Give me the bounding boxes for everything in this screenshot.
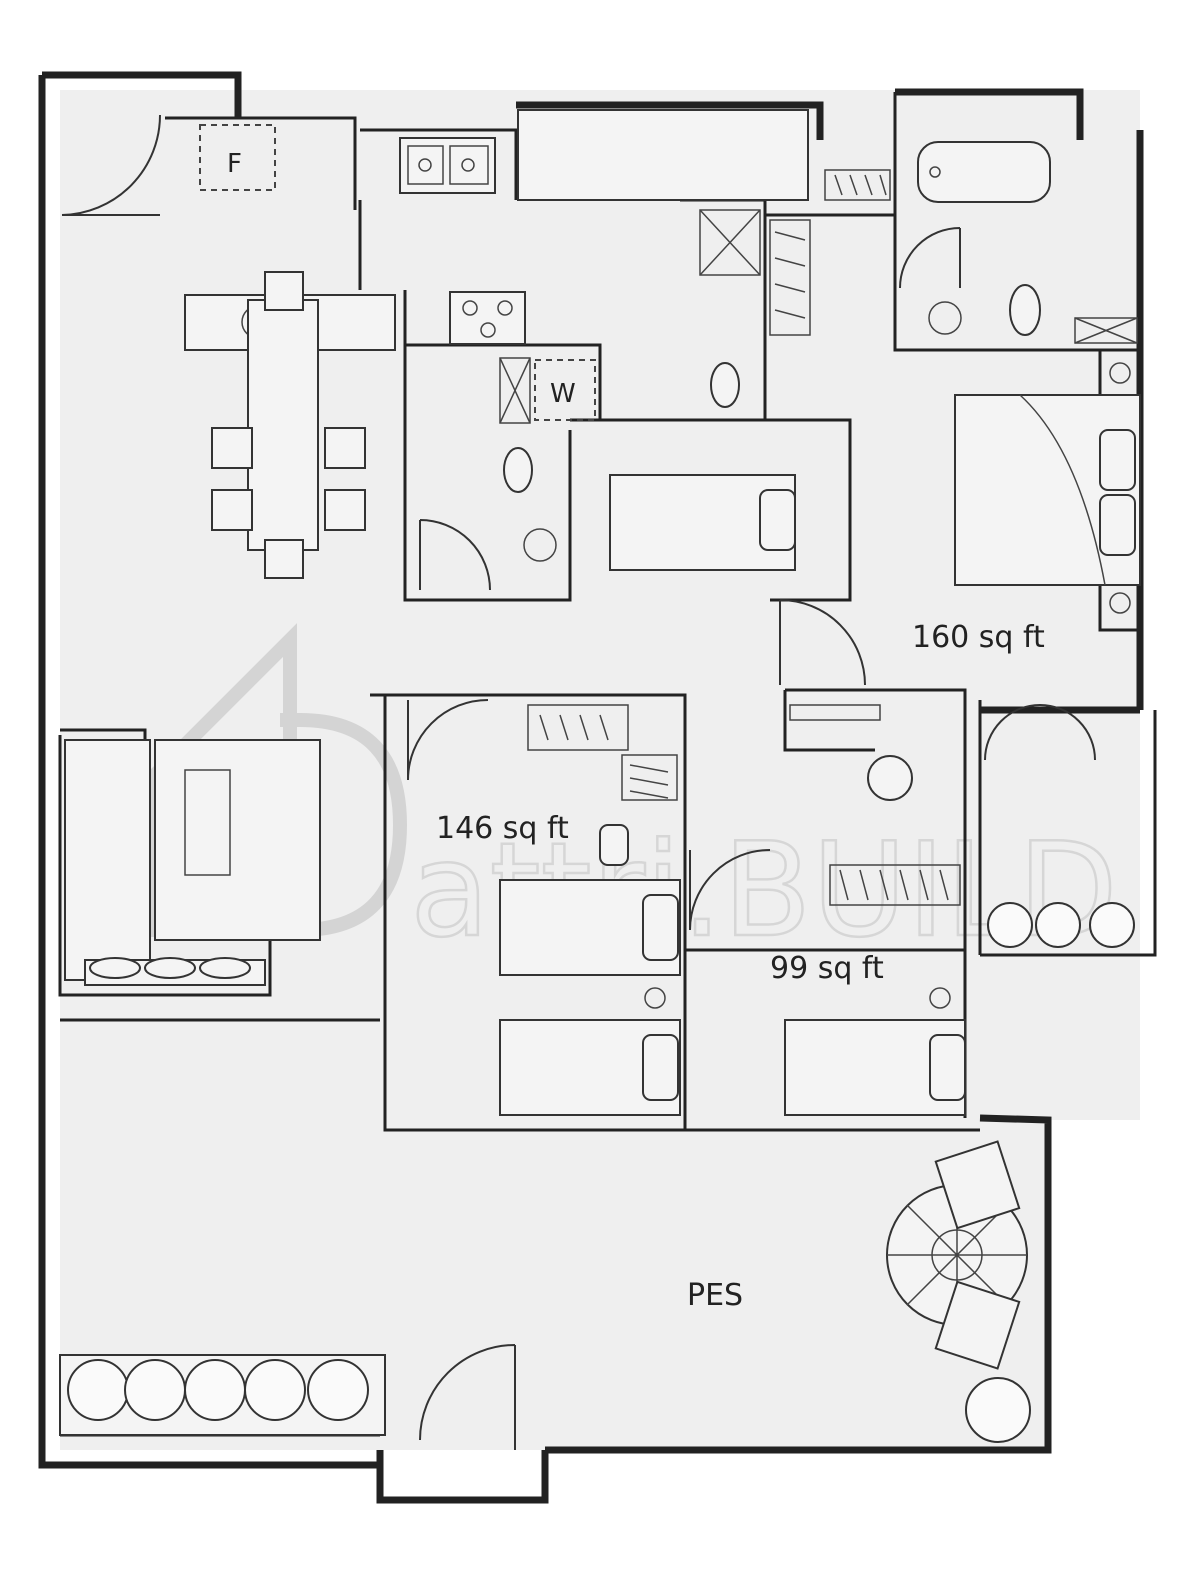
dining-table [247, 299, 319, 551]
pes-fixtures [59, 902, 1135, 1443]
toilet-common [710, 362, 740, 408]
living-set [64, 739, 321, 986]
doors [61, 114, 1096, 1450]
washer-outline [534, 359, 596, 421]
toilet-master [1009, 284, 1041, 336]
beds [499, 362, 1141, 1116]
bathrooms [503, 141, 1138, 562]
wardrobes [527, 169, 961, 906]
master-bedroom-area-label: 160 sq ft [912, 620, 1045, 655]
pes-label: PES [687, 1278, 743, 1313]
lounge-chair-2 [934, 1280, 1021, 1370]
interior-walls [58, 92, 1140, 1132]
dining-set [211, 271, 366, 579]
fridge-outline [199, 124, 276, 191]
storage-box [499, 357, 531, 424]
coffee-table-outer [154, 739, 321, 941]
bathtub [917, 141, 1051, 203]
cooktop [449, 291, 526, 345]
exterior-walls [38, 71, 1157, 1504]
bedroom-3-area-label: 99 sq ft [770, 951, 884, 986]
fridge-label: F [227, 149, 242, 179]
shower-tray [699, 209, 761, 276]
washer-label: W [550, 379, 576, 409]
sofa-back [64, 739, 151, 981]
toilet-yard [503, 447, 533, 493]
bedroom-2-area-label: 146 sq ft [436, 811, 569, 846]
lounge-chair-1 [934, 1140, 1021, 1230]
kitchen-counter-top [517, 109, 809, 201]
